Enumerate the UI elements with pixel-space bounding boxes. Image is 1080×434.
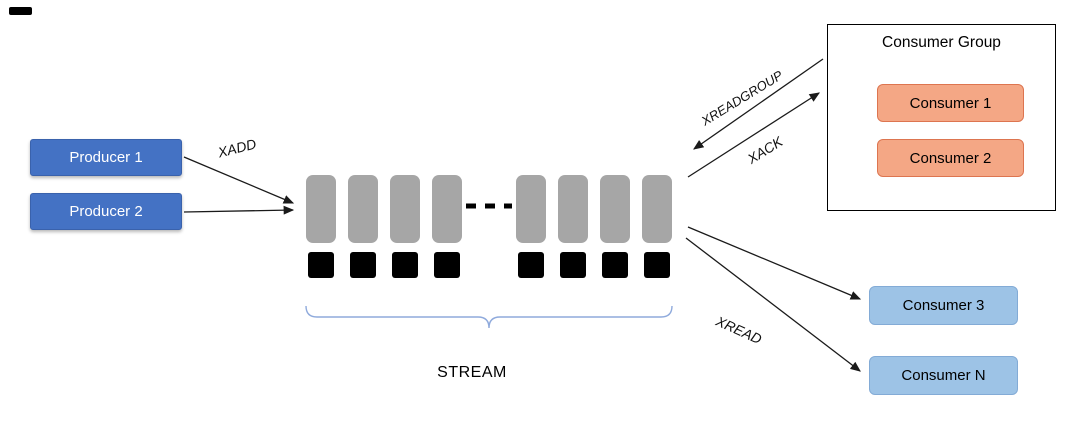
consumer-1-label: Consumer 1 (909, 94, 992, 112)
consumer-group-box: Consumer Group Consumer 1 Consumer 2 (827, 24, 1056, 211)
stray-mark (9, 7, 32, 15)
stream-entry-marker (350, 252, 376, 278)
stream-message-cell (642, 175, 672, 243)
stream-message-row (306, 175, 672, 278)
stream-message-cell (432, 175, 462, 243)
stream-message-cell (516, 175, 546, 243)
xadd-arrow-producer1 (183, 156, 295, 204)
stream-entry-marker (518, 252, 544, 278)
stream-entry-marker (560, 252, 586, 278)
xreadgroup-label: XREADGROUP (698, 67, 786, 129)
producer-2-box: Producer 2 (30, 193, 182, 230)
consumer-n-box: Consumer N (869, 356, 1018, 395)
xread-arrow-consumer3 (687, 226, 862, 300)
stream-message-cell (348, 175, 378, 243)
stream-message-cell (390, 175, 420, 243)
producer-1-box: Producer 1 (30, 139, 182, 176)
stream-entry-marker (644, 252, 670, 278)
consumer-2-box: Consumer 2 (877, 139, 1024, 177)
consumer-n-label: Consumer N (901, 367, 986, 384)
stream-entry-marker (602, 252, 628, 278)
xack-arrow (693, 58, 824, 150)
xadd-label: XADD (216, 135, 258, 161)
xread-label: XREAD (713, 312, 765, 348)
stream-entry-marker (392, 252, 418, 278)
xack-label: XACK (744, 133, 786, 167)
stream-message-cell (306, 175, 336, 243)
stream-label: STREAM (437, 364, 507, 381)
stream-entry-marker (308, 252, 334, 278)
stream-entry-marker (434, 252, 460, 278)
stream-brace (305, 305, 673, 329)
stream-message-cell (600, 175, 630, 243)
producer-2-label: Producer 2 (69, 203, 143, 220)
producer-1-label: Producer 1 (69, 149, 143, 166)
consumer-2-label: Consumer 2 (909, 149, 992, 167)
consumer-group-title: Consumer Group (882, 34, 1001, 51)
stream-message-cell (558, 175, 588, 243)
xread-arrow-consumerN (685, 237, 861, 372)
xadd-arrow-producer2 (183, 205, 295, 215)
consumer-3-box: Consumer 3 (869, 286, 1018, 325)
consumer-3-label: Consumer 3 (902, 297, 985, 314)
consumer-1-box: Consumer 1 (877, 84, 1024, 122)
